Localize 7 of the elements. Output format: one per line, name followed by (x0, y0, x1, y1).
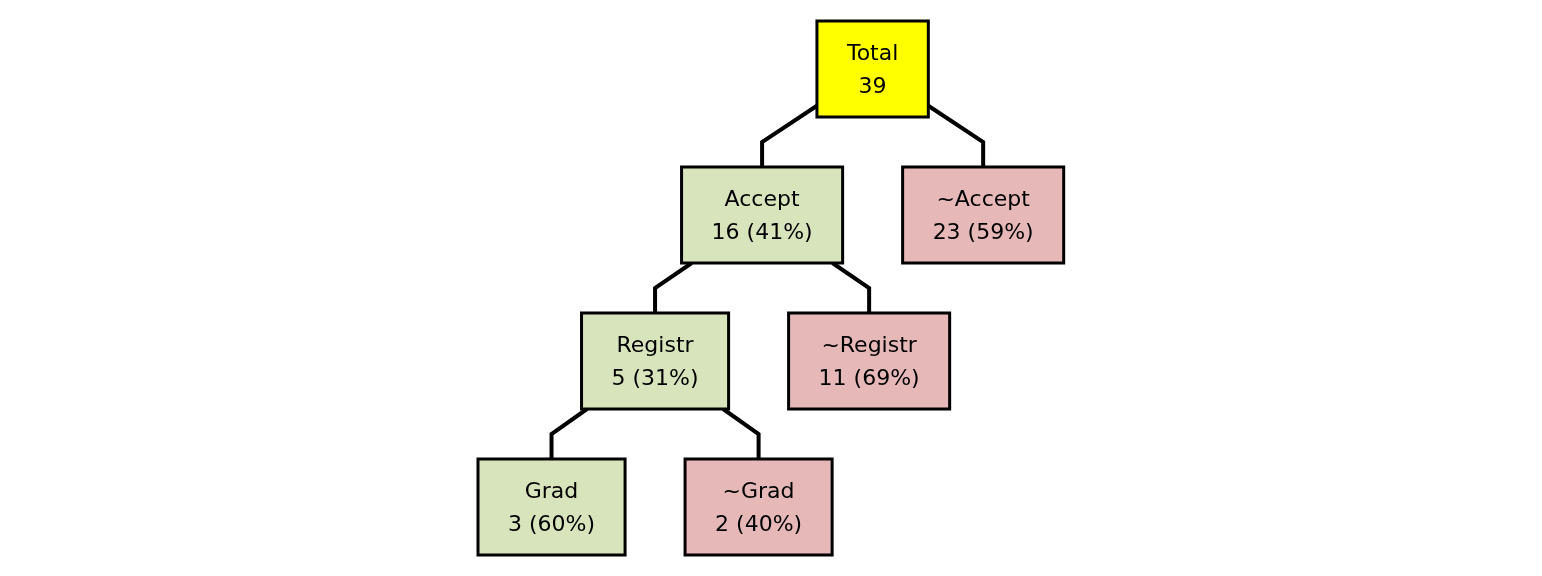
node-box: Grad 3 (60%) (476, 457, 627, 557)
node-box: Registr 5 (31%) (580, 311, 731, 411)
node-box: ~Registr 11 (69%) (787, 311, 952, 411)
node-box: ~Grad 2 (40%) (683, 457, 834, 557)
node-box: Accept 16 (41%) (680, 165, 845, 265)
node-box: Total 39 (815, 19, 930, 119)
node-box: ~Accept 23 (59%) (901, 165, 1066, 265)
